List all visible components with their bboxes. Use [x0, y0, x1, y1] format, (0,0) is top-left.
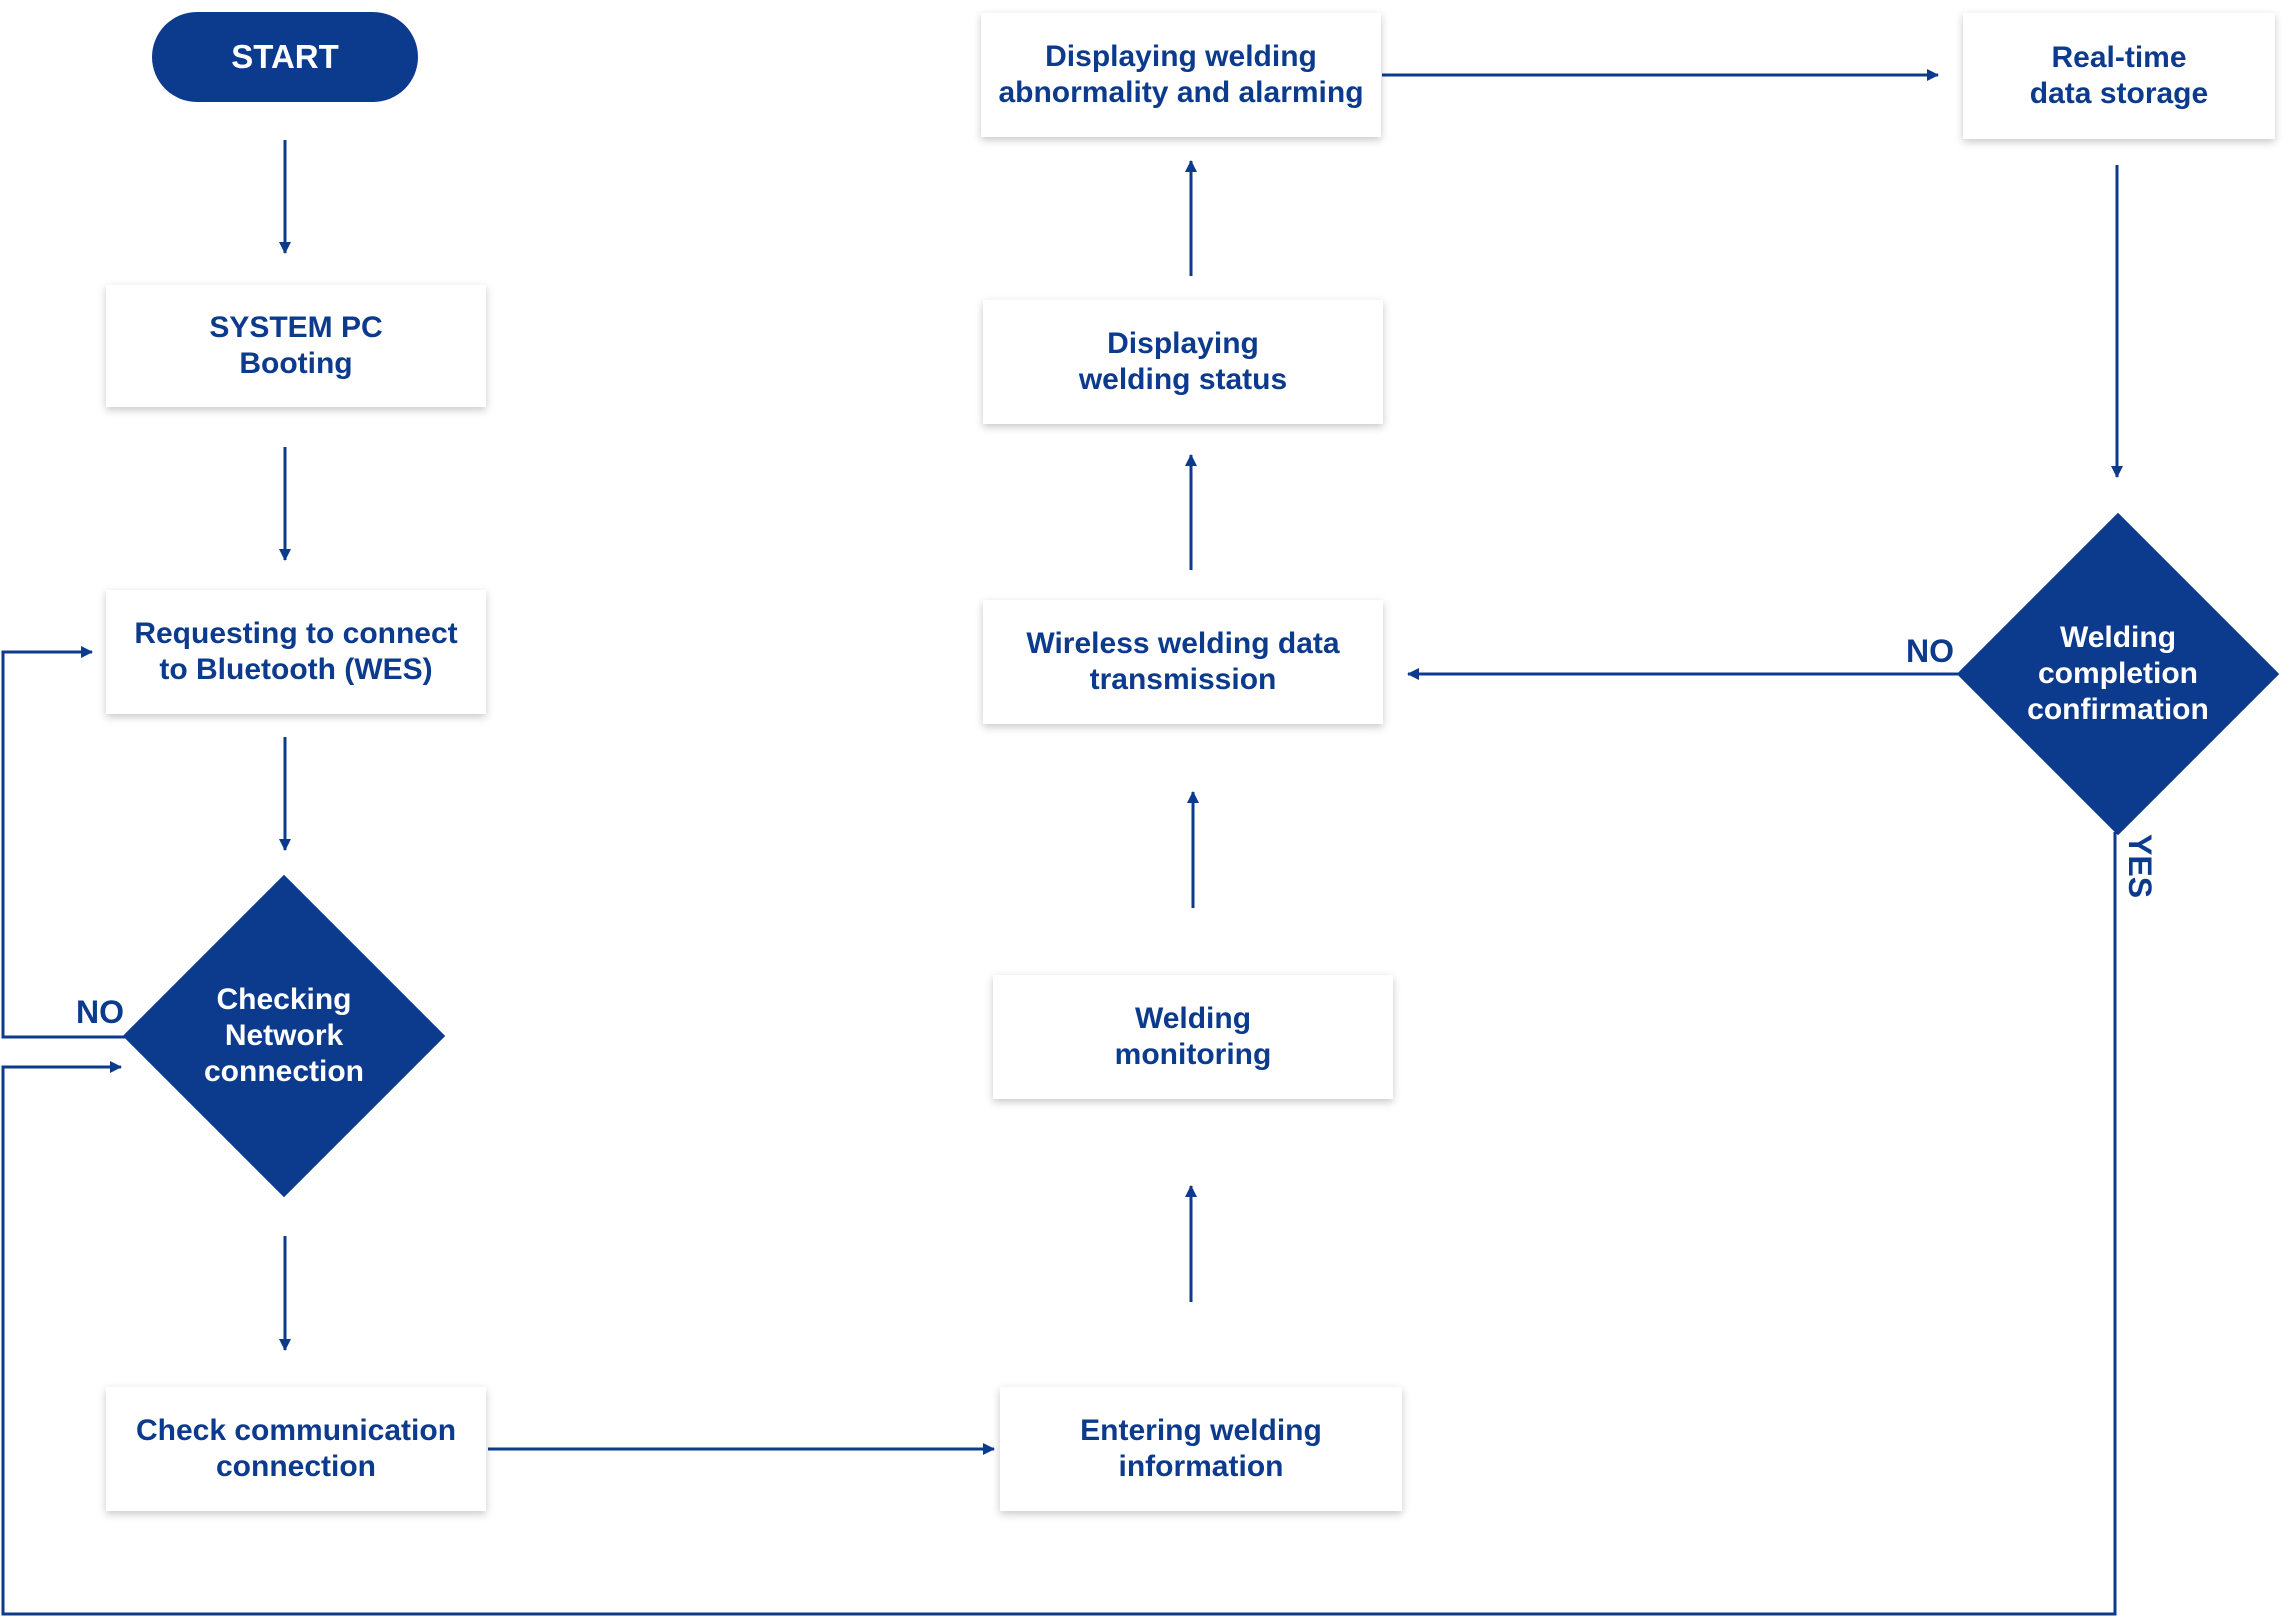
start-label: START: [231, 38, 339, 75]
decision-welding-completion-text: Welding completion confirmation: [2027, 621, 2209, 726]
label-network-no: NO: [76, 994, 124, 1030]
label-completion-yes: YES: [2122, 834, 2158, 899]
decision-checking-network-text: Checking Network connection: [203, 983, 364, 1088]
node-realtime-storage: Real-time data storage: [1963, 13, 2275, 139]
node-entering-welding-info: Entering welding information: [1000, 1387, 1402, 1511]
node-welding-monitoring: Welding monitoring: [993, 975, 1393, 1099]
arrow-network-no-loop: [1, 646, 125, 1039]
node-system-pc-booting: SYSTEM PC Booting: [106, 285, 486, 407]
node-displaying-abnormality: Displaying welding abnormality and alarm…: [981, 13, 1381, 137]
node-displaying-status: Displaying welding status: [983, 300, 1383, 424]
arrow-completion-yes-loop: [1, 832, 2117, 1616]
start-terminal: START: [152, 12, 418, 102]
label-completion-no: NO: [1906, 633, 1954, 669]
node-wireless-transmission: Wireless welding data transmission: [983, 600, 1383, 724]
node-requesting-bluetooth: Requesting to connect to Bluetooth (WES): [106, 590, 486, 714]
node-check-communication: Check communication connection: [106, 1387, 486, 1511]
